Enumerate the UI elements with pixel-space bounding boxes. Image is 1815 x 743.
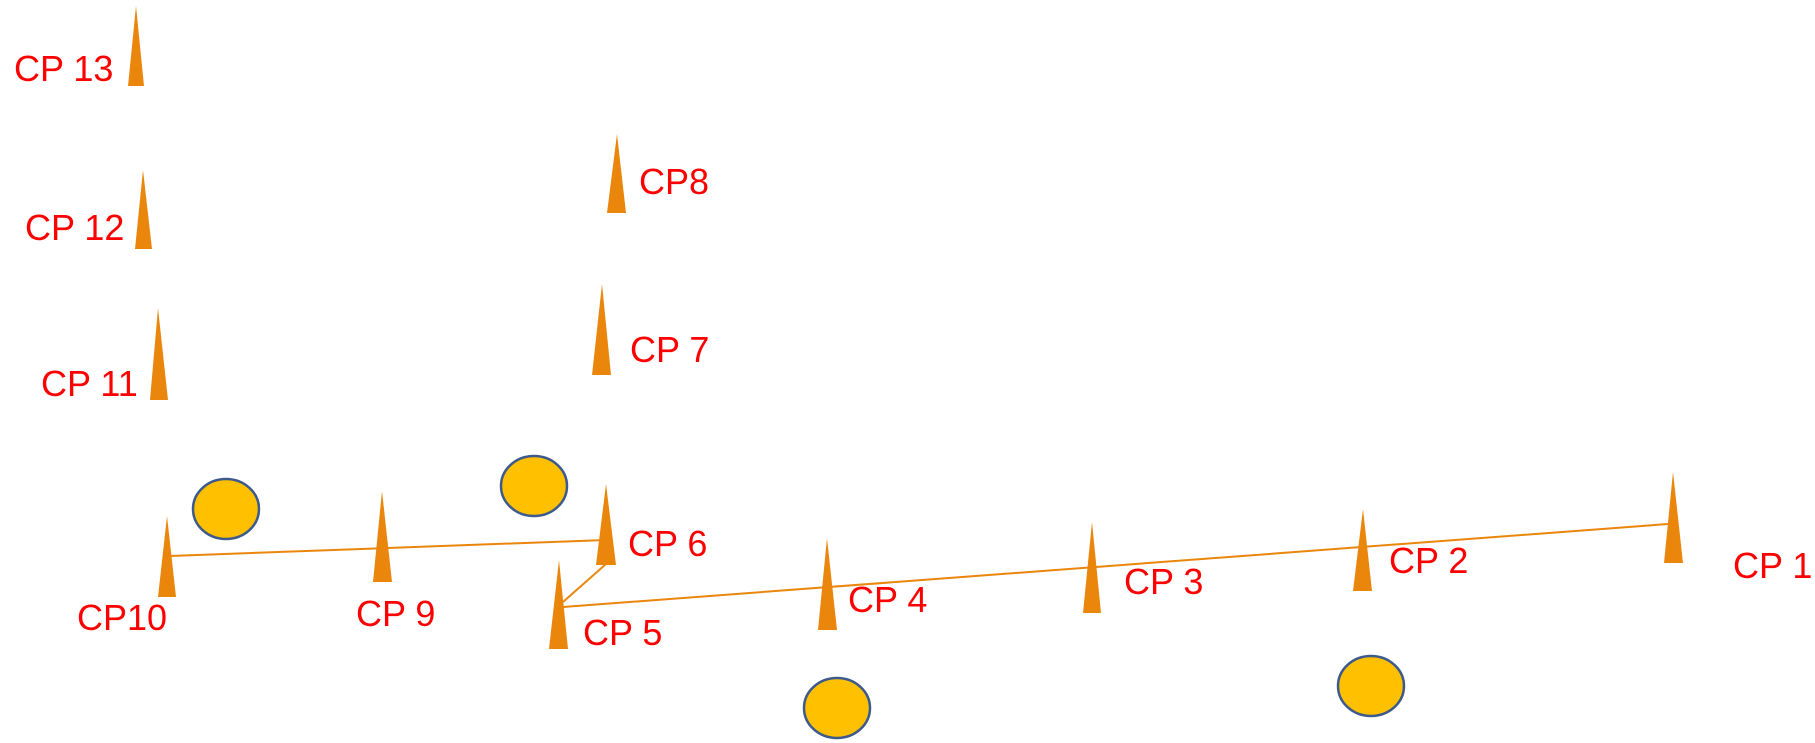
cone-cp9 <box>373 491 392 582</box>
cones <box>128 6 1683 649</box>
cone-cp8 <box>607 134 626 213</box>
circle-marker <box>499 454 569 518</box>
markers <box>191 454 1406 740</box>
cone-cp6 <box>596 484 616 565</box>
cone-cp7 <box>592 284 611 375</box>
cone-cp13 <box>128 6 144 86</box>
labels: CP 13 CP 12 CP 11 CP8 CP 7 CP 6 CP 5 CP … <box>14 48 1812 653</box>
line-cp5-to-cp1 <box>562 523 1669 608</box>
circle-marker <box>191 477 261 541</box>
cone-cp12 <box>135 170 152 249</box>
circle-marker <box>1336 654 1406 718</box>
cone-cp1 <box>1664 472 1683 563</box>
cone-cp4 <box>818 538 837 630</box>
cone-cp10 <box>158 516 176 597</box>
label-cp9: CP 9 <box>356 593 435 634</box>
cone-cp11 <box>150 308 168 400</box>
label-cp12: CP 12 <box>25 207 124 248</box>
label-cp7: CP 7 <box>630 329 709 370</box>
label-cp11: CP 11 <box>41 363 138 404</box>
label-cp6: CP 6 <box>628 523 707 564</box>
label-cp3: CP 3 <box>1124 561 1203 602</box>
circle-marker <box>802 676 872 740</box>
label-cp1: CP 1 <box>1733 545 1812 586</box>
label-cp5: CP 5 <box>583 612 662 653</box>
label-cp10: CP10 <box>77 597 167 638</box>
label-cp2: CP 2 <box>1389 540 1468 581</box>
cone-cp3 <box>1083 522 1101 613</box>
cone-cp5 <box>549 560 568 649</box>
line-cp6-to-cp5 <box>562 563 607 603</box>
cone-cp2 <box>1353 509 1372 591</box>
label-cp4: CP 4 <box>848 579 927 620</box>
label-cp8: CP8 <box>639 161 709 202</box>
label-cp13: CP 13 <box>14 48 113 89</box>
